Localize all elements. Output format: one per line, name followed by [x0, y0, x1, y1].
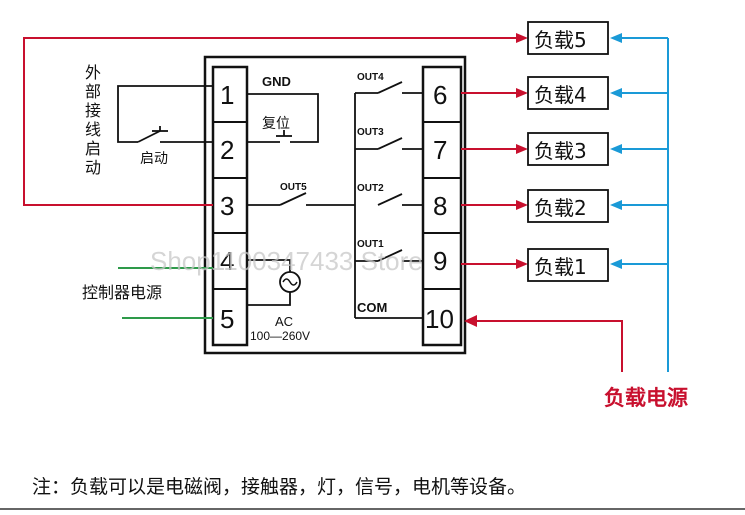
load-5-box	[527, 21, 609, 55]
reset-label: 复位	[262, 115, 290, 132]
ac-label: AC	[275, 314, 293, 329]
load-4-box	[527, 76, 609, 110]
load-2-label: 负载2	[534, 196, 587, 220]
out4-label: OUT4	[357, 72, 384, 83]
terminal-6: 6	[433, 80, 447, 110]
load-4-label: 负载4	[534, 83, 587, 107]
terminal-1: 1	[220, 80, 234, 110]
out1-label: OUT1	[357, 239, 384, 250]
red-wire-load5	[23, 37, 518, 206]
terminal-9: 9	[433, 246, 447, 276]
load-power-label: 负载电源	[604, 386, 688, 410]
out3-label: OUT3	[357, 127, 384, 138]
start-switch-wire	[117, 85, 213, 143]
terminal-4: 4	[220, 246, 234, 276]
com-label: COM	[357, 300, 387, 315]
load-1-label: 负载1	[534, 255, 587, 279]
terminal-2: 2	[220, 135, 234, 165]
terminal-5: 5	[220, 304, 234, 334]
load-2-box	[527, 189, 609, 223]
out2-label: OUT2	[357, 183, 384, 194]
load-3-label: 负载3	[534, 139, 587, 163]
note-text: 注：负载可以是电磁阀，接触器，灯，信号，电机等设备。	[32, 476, 526, 498]
terminal-7: 7	[433, 135, 447, 165]
start-switch-label: 启动	[140, 151, 168, 167]
gnd-label: GND	[262, 74, 291, 89]
load-3-box	[527, 132, 609, 166]
out5-label: OUT5	[280, 182, 307, 193]
terminal-3: 3	[220, 191, 234, 221]
external-start-vertical-label: 外部接线启动	[85, 63, 101, 177]
controller-power-label: 控制器电源	[82, 283, 162, 302]
load-5-label: 负载5	[534, 28, 587, 52]
load-1-box	[527, 248, 609, 282]
voltage-label: 100—260V	[250, 329, 310, 343]
terminal-10: 10	[425, 304, 454, 334]
red-wire-com	[476, 320, 623, 372]
watermark-text: Shop1100347433 Store	[150, 246, 423, 276]
terminal-8: 8	[433, 191, 447, 221]
